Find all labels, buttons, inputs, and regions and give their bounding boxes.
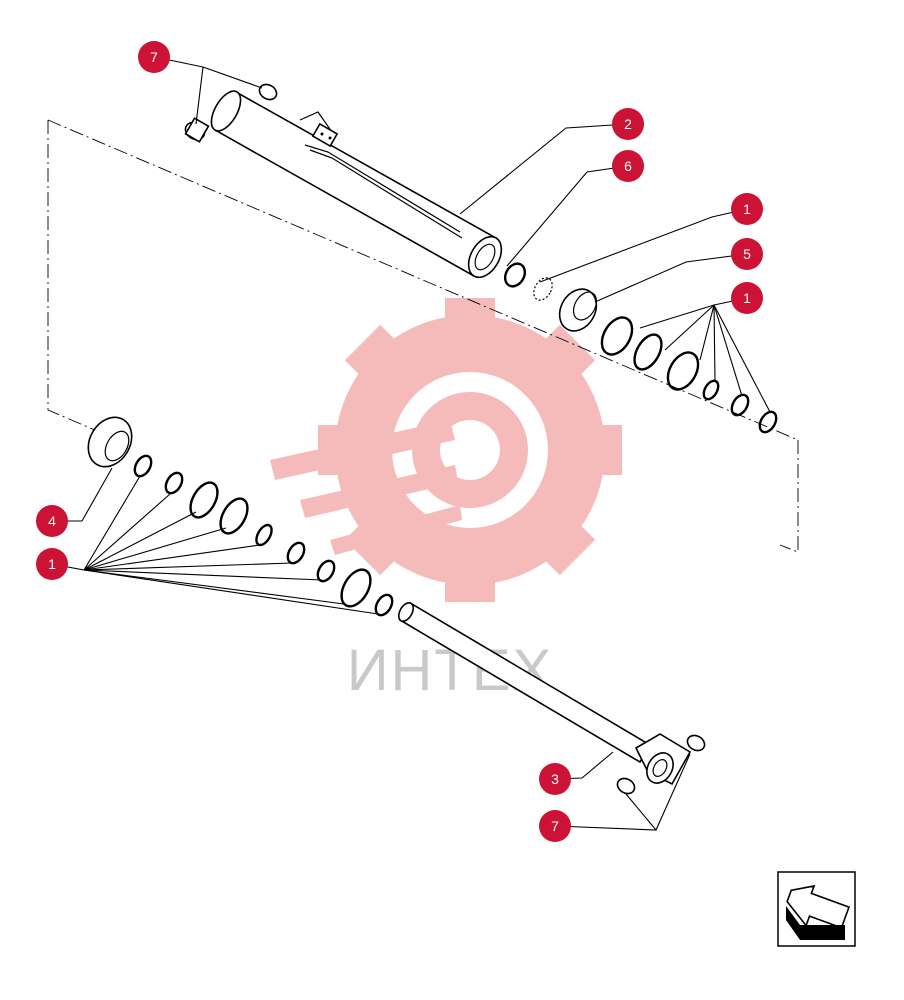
callout-7-bottom: 7 <box>539 810 571 842</box>
callout-1-b: 1 <box>731 282 763 314</box>
callout-7-top: 7 <box>138 41 170 73</box>
callout-5: 5 <box>731 238 763 270</box>
callout-1-a-label: 1 <box>743 201 751 217</box>
callout-1-a: 1 <box>731 193 763 225</box>
callout-4-label: 4 <box>48 513 56 529</box>
head-side-parts <box>503 262 778 434</box>
callout-5-label: 5 <box>743 246 751 262</box>
callout-4: 4 <box>36 505 68 537</box>
callout-1-c: 1 <box>36 548 68 580</box>
callout-1-b-label: 1 <box>743 290 751 306</box>
callout-1-c-label: 1 <box>48 556 56 572</box>
callout-3-label: 3 <box>551 771 559 787</box>
callout-2-label: 2 <box>624 116 632 132</box>
piston-rod <box>397 602 706 795</box>
rod-side-parts <box>87 416 394 617</box>
callout-7-bottom-label: 7 <box>551 818 559 834</box>
watermark-gear-icon <box>270 298 622 602</box>
callout-2: 2 <box>612 108 644 140</box>
callout-3: 3 <box>539 763 571 795</box>
callout-6-label: 6 <box>624 158 632 174</box>
cylinder-barrel <box>184 83 503 279</box>
leader-lines <box>51 56 771 831</box>
arrow-icon <box>786 884 851 940</box>
callout-7-top-label: 7 <box>150 49 158 65</box>
callout-6: 6 <box>612 150 644 182</box>
nav-arrow-button[interactable] <box>777 871 856 947</box>
